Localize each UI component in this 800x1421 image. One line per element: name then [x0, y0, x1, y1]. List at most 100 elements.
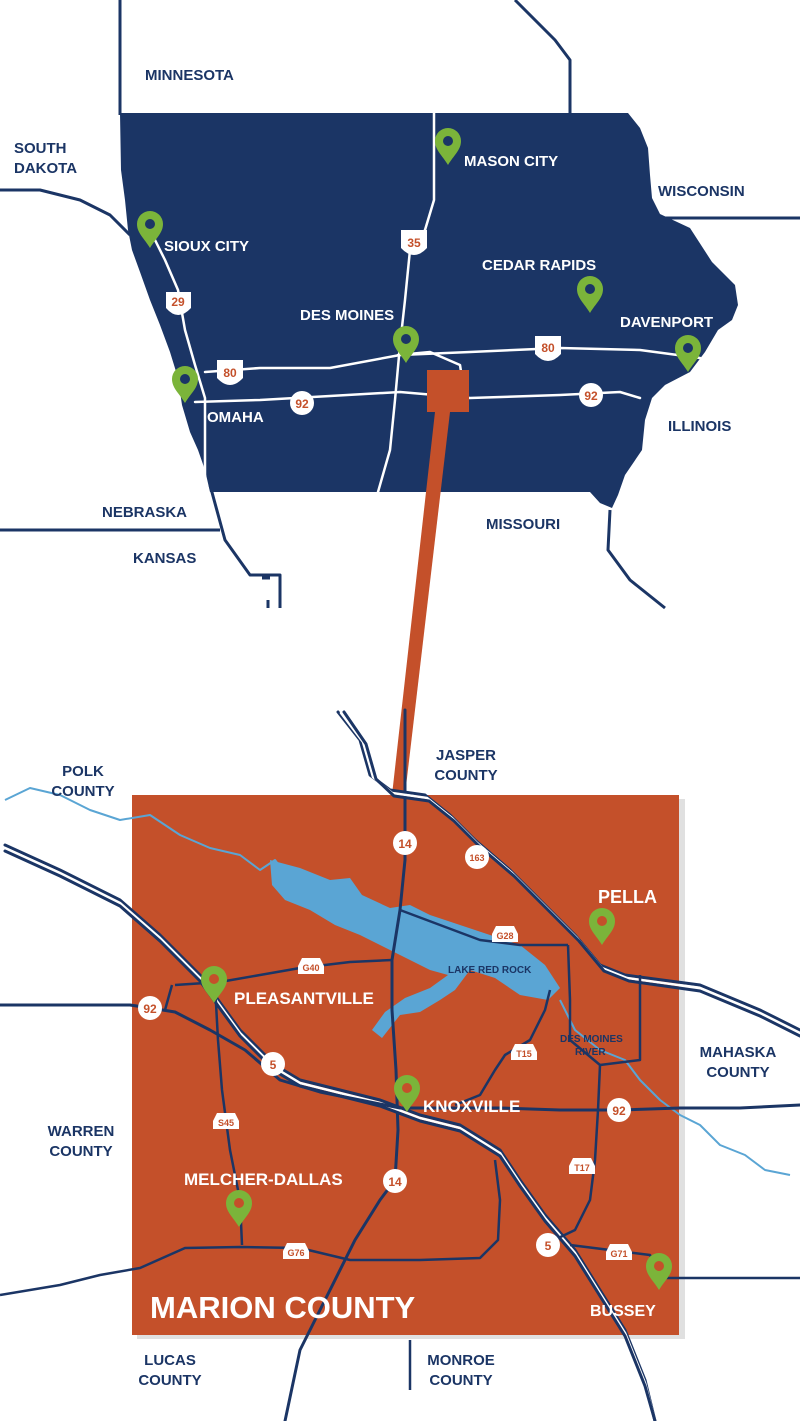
- pin-pella: [589, 908, 615, 945]
- shield-i80-east-label: 80: [541, 341, 555, 355]
- lake-red-rock: [270, 860, 560, 1038]
- shield-t15: T15: [511, 1044, 537, 1060]
- label-des-moines-river-2: RIVER: [575, 1047, 606, 1058]
- des-moines-river-west: [4, 787, 311, 896]
- shield-us92-west-label: 92: [295, 397, 309, 411]
- label-lucas-county-2: COUNTY: [138, 1372, 201, 1389]
- road-hwy14: [283, 708, 407, 1421]
- label-illinois: ILLINOIS: [668, 418, 731, 435]
- marion-county-area: [132, 795, 679, 1335]
- pin-omaha: [172, 366, 198, 403]
- label-minnesota: MINNESOTA: [145, 67, 234, 84]
- road-i35: [376, 111, 436, 494]
- label-pella: PELLA: [598, 887, 657, 907]
- label-des-moines: DES MOINES: [300, 307, 394, 324]
- shield-t17: T17: [569, 1158, 595, 1174]
- label-south-dakota-2: DAKOTA: [14, 160, 77, 177]
- pin-cedar-rapids: [577, 276, 603, 313]
- pin-bussey: [646, 1253, 672, 1290]
- pin-davenport: [675, 335, 701, 372]
- label-mahaska-county-2: COUNTY: [706, 1064, 769, 1081]
- label-cedar-rapids: CEDAR RAPIDS: [482, 257, 596, 274]
- label-davenport: DAVENPORT: [620, 314, 713, 331]
- label-monroe-county-1: MONROE: [427, 1352, 495, 1369]
- shield-hwy5-west: 5: [261, 1052, 285, 1076]
- border-illinois-missouri: [606, 509, 666, 610]
- pin-knoxville: [394, 1075, 420, 1112]
- road-east-vertical: [599, 975, 642, 1067]
- label-polk-county-2: COUNTY: [51, 783, 114, 800]
- label-bussey: BUSSEY: [590, 1303, 656, 1320]
- shield-hwy5-south: 5: [536, 1233, 560, 1257]
- shield-hwy92-west-label: 92: [143, 1002, 157, 1016]
- shield-g76: G76: [283, 1243, 309, 1259]
- county-title: MARION COUNTY: [150, 1290, 416, 1325]
- shield-g28: G28: [492, 926, 518, 942]
- road-g28: [399, 908, 568, 947]
- shield-hwy5-west-label: 5: [270, 1058, 277, 1072]
- shield-us29: 29: [166, 292, 191, 315]
- road-hwy163-b: [342, 710, 800, 1038]
- pin-melcher-dallas: [226, 1190, 252, 1227]
- label-knoxville: KNOXVILLE: [423, 1097, 520, 1116]
- road-hwy5-b: [3, 849, 657, 1421]
- shield-g40-label: G40: [302, 963, 319, 973]
- marion-county-locator: [427, 370, 469, 412]
- label-des-moines-river-1: DES MOINES: [560, 1034, 623, 1045]
- label-mahaska-county-1: MAHASKA: [700, 1044, 777, 1061]
- shield-hwy163: 163: [465, 845, 489, 869]
- shield-hwy92-west: 92: [138, 996, 162, 1020]
- county-map: 14 163 G28 G40 92 5 T15 92: [0, 708, 800, 1421]
- road-hwy92: [0, 1003, 800, 1112]
- label-omaha: OMAHA: [207, 409, 264, 426]
- shield-g76-label: G76: [287, 1248, 304, 1258]
- pin-sioux-city: [137, 211, 163, 248]
- shield-hwy163-label: 163: [469, 853, 484, 863]
- shield-us92-east: 92: [579, 383, 603, 407]
- pin-pleasantville: [201, 966, 227, 1003]
- shield-us29-label: 29: [171, 295, 185, 309]
- label-wisconsin: WISCONSIN: [658, 183, 745, 200]
- label-kansas: KANSAS: [133, 550, 196, 567]
- shield-hwy14-south-label: 14: [388, 1175, 402, 1189]
- label-jasper-county-2: COUNTY: [434, 767, 497, 784]
- shield-t17-label: T17: [574, 1163, 590, 1173]
- shield-hwy14-south: 14: [383, 1169, 407, 1193]
- road-t15: [454, 989, 552, 1107]
- label-lake-red-rock: LAKE RED ROCK: [448, 965, 532, 976]
- label-polk-county-1: POLK: [62, 763, 104, 780]
- label-nebraska: NEBRASKA: [102, 504, 187, 521]
- state-map: 35 29 80 80 92 92: [0, 0, 800, 795]
- label-monroe-county-2: COUNTY: [429, 1372, 492, 1389]
- pin-mason-city: [435, 128, 461, 165]
- shield-t15-label: T15: [516, 1049, 532, 1059]
- shield-hwy92-east-label: 92: [612, 1104, 626, 1118]
- shield-hwy5-south-label: 5: [545, 1239, 552, 1253]
- shield-us92-west: 92: [290, 391, 314, 415]
- marion-connector-wedge: [392, 412, 450, 795]
- shield-us92-east-label: 92: [584, 389, 598, 403]
- border-south-dakota: [0, 188, 132, 237]
- shield-g71-label: G71: [610, 1249, 627, 1259]
- label-missouri: MISSOURI: [486, 516, 560, 533]
- shield-i80-west: 80: [217, 360, 243, 385]
- shield-i80-east: 80: [535, 336, 561, 361]
- label-pleasantville: PLEASANTVILLE: [234, 989, 374, 1008]
- label-warren-county-2: COUNTY: [49, 1143, 112, 1160]
- label-sioux-city: SIOUX CITY: [164, 238, 249, 255]
- road-us29: [148, 228, 207, 494]
- border-kansas-stub: [262, 576, 270, 608]
- label-melcher-dallas: MELCHER-DALLAS: [184, 1170, 343, 1189]
- border-minnesota-wisconsin: [513, 0, 572, 115]
- shield-hwy14-north-label: 14: [398, 837, 412, 851]
- road-t17: [549, 944, 602, 1244]
- road-sw-link: [163, 984, 174, 1011]
- shield-i80-west-label: 80: [223, 366, 237, 380]
- border-nebraska-kansas: [208, 484, 282, 608]
- label-jasper-county-1: JASPER: [436, 747, 496, 764]
- shield-s45: S45: [213, 1113, 239, 1129]
- shield-g28-label: G28: [496, 931, 513, 941]
- pin-des-moines: [393, 326, 419, 363]
- label-mason-city: MASON CITY: [464, 153, 558, 170]
- shield-i35-label: 35: [407, 236, 421, 250]
